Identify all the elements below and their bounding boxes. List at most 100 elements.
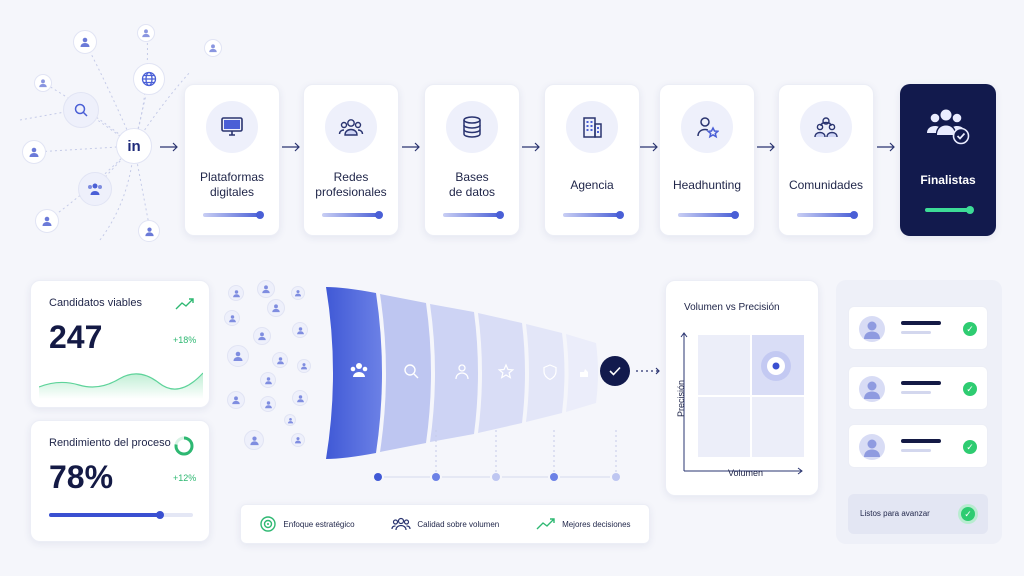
detail-placeholder	[901, 331, 931, 334]
legend-label: Enfoque estratégico	[283, 519, 355, 529]
matrix-chart	[680, 332, 804, 475]
arrow-icon	[522, 142, 540, 152]
candidate-icon	[291, 433, 305, 447]
candidate-icon	[272, 352, 288, 368]
network-user-icon	[35, 209, 59, 233]
stage-progress	[203, 211, 264, 219]
matrix-ylabel: Precisión	[676, 379, 686, 417]
finalists-icon	[918, 96, 978, 156]
trend-icon	[536, 518, 555, 530]
stage-card-6: Comunidades	[778, 84, 874, 236]
stage-card-7: Finalistas	[900, 84, 996, 236]
shortlist-candidate-row: ✓	[848, 424, 988, 468]
database-icon	[446, 101, 498, 153]
stage-progress	[925, 206, 974, 214]
network-user-icon	[138, 220, 160, 242]
viable-value: 247	[49, 319, 103, 355]
network-user-icon	[73, 30, 97, 54]
stage-progress	[563, 211, 624, 219]
stage-progress	[322, 211, 383, 219]
search-user-icon	[63, 92, 99, 128]
candidate-icon	[284, 414, 296, 426]
candidate-icon	[292, 390, 308, 406]
stage-label: Plataformas digitales	[199, 170, 265, 199]
monitor-icon	[206, 101, 258, 153]
arrow-icon	[639, 142, 658, 152]
performance-progress-track	[49, 511, 193, 519]
arrow-icon	[877, 142, 895, 152]
stage-card-3: Bases de datos	[424, 84, 520, 236]
candidate-icon	[260, 372, 276, 388]
stage-label: Bases de datos	[448, 170, 496, 199]
detail-placeholder	[901, 449, 931, 452]
network-user-icon	[34, 74, 52, 92]
person-star-icon	[681, 101, 733, 153]
check-icon: ✓	[963, 322, 977, 336]
globe-icon	[133, 63, 165, 95]
candidate-icon	[260, 396, 276, 412]
network-user-icon	[22, 140, 46, 164]
candidate-icon	[228, 285, 244, 301]
linkedin-icon: in	[116, 128, 152, 164]
matrix-card: Volumen vs Precisión Volumen Precisión	[665, 280, 819, 496]
candidate-icon	[227, 345, 249, 367]
stage-label: Finalistas	[920, 172, 976, 187]
stage-label: Agencia	[570, 177, 614, 192]
stage-label: Headhunting	[672, 177, 742, 192]
arrow-icon	[756, 142, 775, 152]
detail-placeholder	[901, 391, 931, 394]
funnel-segment-3	[430, 304, 478, 442]
viable-delta: +18%	[173, 335, 197, 345]
performance-card: Rendimiento del proceso 78% +12%	[30, 420, 210, 542]
people-icon	[325, 101, 377, 153]
viable-title: Candidatos viables	[49, 297, 142, 309]
ready-label: Listos para avanzar	[860, 509, 930, 518]
avatar	[859, 376, 885, 402]
linkedin-label: in	[127, 137, 141, 155]
arrow-icon	[160, 142, 178, 152]
candidate-icon	[292, 322, 308, 338]
ready-check-icon: ✓	[958, 504, 978, 524]
performance-title: Rendimiento del proceso	[49, 437, 171, 449]
funnel-timeline	[374, 430, 620, 481]
stage-label: Comunidades	[788, 177, 864, 192]
funnel-segment-5	[526, 324, 565, 422]
name-placeholder	[901, 381, 941, 385]
building-icon	[566, 101, 618, 153]
candidate-icon	[297, 359, 311, 373]
performance-value: 78%	[49, 459, 114, 495]
stage-card-5: Headhunting	[659, 84, 755, 236]
funnel-legend: Enfoque estratégico Calidad sobre volume…	[240, 504, 650, 544]
trend-up-icon	[175, 298, 194, 310]
avatar	[859, 316, 885, 342]
candidate-icon	[267, 299, 285, 317]
ready-to-advance-row: Listos para avanzar ✓	[848, 494, 988, 534]
legend-item-decisions: Mejores decisiones	[536, 517, 631, 531]
performance-delta: +12%	[173, 473, 197, 483]
dotted-arrow-icon	[636, 367, 660, 375]
viable-candidates-card: Candidatos viables 247 +18%	[30, 280, 210, 408]
candidate-icon	[224, 310, 240, 326]
candidate-icon	[244, 430, 264, 450]
group-icon	[78, 172, 112, 206]
stage-card-2: Redes profesionales	[303, 84, 399, 236]
check-icon: ✓	[963, 382, 977, 396]
stage-progress	[678, 211, 739, 219]
network-user-icon	[204, 39, 222, 57]
candidate-icon	[253, 327, 271, 345]
stage-progress	[797, 211, 858, 219]
community-icon	[800, 101, 852, 153]
arrow-icon	[401, 142, 420, 152]
name-placeholder	[901, 439, 941, 443]
funnel-check-icon	[600, 356, 630, 386]
network-user-icon	[137, 24, 155, 42]
matrix-xlabel: Volumen	[728, 468, 764, 478]
legend-item-quality: Calidad sobre volumen	[391, 516, 499, 532]
funnel-segment-1	[326, 287, 382, 459]
shortlist-candidate-row: ✓	[848, 306, 988, 350]
legend-label: Mejores decisiones	[562, 519, 631, 529]
donut-icon	[174, 436, 194, 456]
funnel-segment-4	[478, 313, 525, 433]
candidate-icon	[257, 280, 275, 298]
stage-label: Redes profesionales	[315, 170, 387, 199]
